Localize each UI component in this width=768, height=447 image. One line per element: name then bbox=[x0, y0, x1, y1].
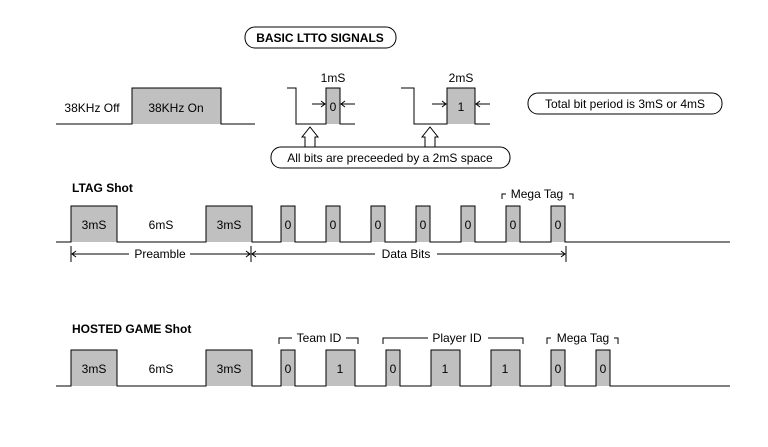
player-id-label: Player ID bbox=[432, 331, 482, 345]
hosted-bit-pulse bbox=[386, 350, 400, 386]
basic-carrier: 38KHz Off 38KHz On bbox=[56, 87, 255, 125]
hosted-bit-pulse bbox=[326, 350, 355, 386]
hosted-pulse-2-label: 3mS bbox=[217, 362, 242, 376]
bit-zero-waveform bbox=[287, 87, 355, 125]
hosted-signal-line bbox=[56, 349, 730, 387]
hosted-gap-label: 6mS bbox=[149, 362, 174, 376]
hosted-bit-pulse bbox=[596, 350, 610, 386]
carrier-off-label: 38KHz Off bbox=[64, 101, 120, 115]
hosted-bit-pulse bbox=[281, 350, 295, 386]
ltag-heading: LTAG Shot bbox=[72, 181, 133, 195]
team-id-bracket bbox=[278, 337, 359, 344]
bit-one-pulse bbox=[447, 88, 475, 124]
bit-zero-value: 0 bbox=[330, 100, 337, 114]
ltag-bit-label: 0 bbox=[555, 218, 562, 232]
ltag-bit-pulse bbox=[551, 206, 565, 242]
hosted-bit-label: 0 bbox=[390, 362, 397, 376]
hosted-mega-tag-label: Mega Tag bbox=[557, 331, 609, 345]
bit-one-value: 1 bbox=[458, 100, 465, 114]
hosted-bit-label: 0 bbox=[285, 362, 292, 376]
ltag-waveform: 3mS 6mS 3mS 0 0 0 0 0 0 0 bbox=[56, 205, 730, 243]
ltag-bit-label: 0 bbox=[465, 218, 472, 232]
space-callout-box bbox=[270, 146, 511, 169]
team-id-label: Team ID bbox=[297, 331, 342, 345]
player-id-bracket bbox=[382, 337, 524, 344]
period-note-box bbox=[527, 92, 723, 115]
ltag-bit-label: 0 bbox=[420, 218, 427, 232]
ltag-dimension-line: Preamble Data Bits bbox=[70, 246, 567, 262]
hosted-bit-pulse bbox=[551, 350, 565, 386]
hosted-bit-label: 1 bbox=[442, 362, 449, 376]
hosted-bit-label: 1 bbox=[337, 362, 344, 376]
space-callout: All bits are preceeded by a 2mS space bbox=[270, 126, 511, 169]
hosted-bit-label: 0 bbox=[555, 362, 562, 376]
hosted-waveform: 3mS 6mS 3mS 0 1 0 1 1 0 0 bbox=[56, 349, 730, 387]
bit-one-detail: 2mS 1 bbox=[401, 71, 490, 125]
carrier-on-label: 38KHz On bbox=[148, 101, 203, 115]
bit-zero-left-arrow bbox=[312, 100, 326, 108]
bit-zero-time: 1mS bbox=[321, 71, 346, 85]
ltag-pulse-1-label: 3mS bbox=[82, 218, 107, 232]
ltag-bit-pulse bbox=[506, 206, 520, 242]
ltag-preamble-label: Preamble bbox=[134, 247, 186, 261]
ltag-preamble-pulse-2 bbox=[206, 206, 252, 242]
bit-zero-detail: 1mS 0 bbox=[287, 71, 355, 125]
ltag-bit-pulse bbox=[326, 206, 340, 242]
space-callout-text: All bits are preceeded by a 2mS space bbox=[287, 151, 493, 165]
bit-zero-pulse bbox=[326, 88, 340, 124]
hosted-pulse-1-label: 3mS bbox=[82, 362, 107, 376]
ltag-mega-tag-bracket bbox=[501, 193, 574, 199]
title-box bbox=[244, 26, 397, 49]
hosted-bit-label: 1 bbox=[502, 362, 509, 376]
bit-one-time: 2mS bbox=[449, 71, 474, 85]
ltag-bit-pulse bbox=[461, 206, 475, 242]
ltag-pulse-2-label: 3mS bbox=[217, 218, 242, 232]
ltag-bit-pulse bbox=[371, 206, 385, 242]
hosted-preamble-pulse-2 bbox=[206, 350, 252, 386]
ltag-gap-label: 6mS bbox=[149, 218, 174, 232]
ltag-data-bits-label: Data Bits bbox=[382, 247, 431, 261]
ltag-bit-label: 0 bbox=[375, 218, 382, 232]
carrier-waveform bbox=[56, 87, 255, 125]
ltag-mega-tag-label: Mega Tag bbox=[511, 187, 563, 201]
diagram-title: BASIC LTTO SIGNALS bbox=[256, 31, 384, 45]
ltag-bit-pulse bbox=[416, 206, 430, 242]
ltag-preamble-pulse-1 bbox=[71, 206, 117, 242]
hosted-mega-tag-bracket bbox=[546, 337, 619, 344]
bit-zero-right-arrow bbox=[340, 100, 355, 108]
ltag-signal-line bbox=[56, 205, 730, 243]
hosted-bit-label: 0 bbox=[600, 362, 607, 376]
ltag-bit-pulse bbox=[281, 206, 295, 242]
bit-one-left-arrow bbox=[432, 100, 447, 108]
hosted-bit-pulse bbox=[491, 350, 520, 386]
carrier-on-block bbox=[132, 88, 221, 124]
space-callout-pointer-right bbox=[420, 126, 440, 148]
hosted-preamble-pulse-1 bbox=[71, 350, 117, 386]
bit-one-right-arrow bbox=[475, 100, 490, 108]
space-callout-pointer-left bbox=[300, 126, 320, 148]
period-note-text: Total bit period is 3mS or 4mS bbox=[545, 97, 705, 111]
ltag-bit-label: 0 bbox=[510, 218, 517, 232]
ltag-bit-label: 0 bbox=[285, 218, 292, 232]
ltag-bit-label: 0 bbox=[330, 218, 337, 232]
bit-one-waveform bbox=[401, 87, 490, 125]
hosted-heading: HOSTED GAME Shot bbox=[72, 322, 191, 336]
hosted-bit-pulse bbox=[431, 350, 460, 386]
